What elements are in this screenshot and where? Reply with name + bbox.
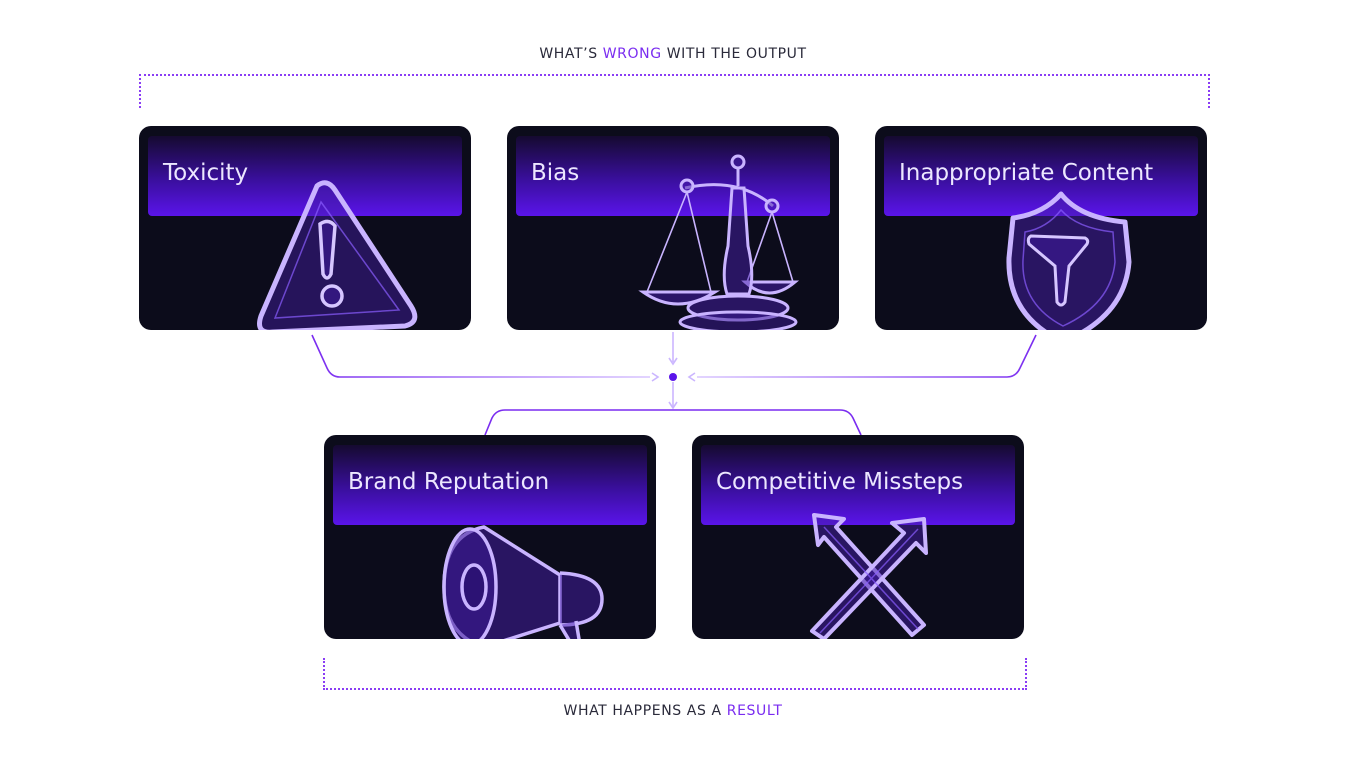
top-caption: WHAT’S WRONG WITH THE OUTPUT <box>0 46 1346 62</box>
shield-filter-icon <box>1006 191 1132 330</box>
top-caption-before: WHAT’S <box>539 46 603 62</box>
connector-toxicity <box>311 334 650 378</box>
top-caption-after: WITH THE OUTPUT <box>661 46 807 62</box>
card-header <box>333 445 647 525</box>
card-title: Brand Reputation <box>348 469 550 495</box>
card-title: Toxicity <box>163 160 249 186</box>
bottom-caption-highlight: RESULT <box>726 703 783 719</box>
card-competitive-missteps: Competitive Missteps <box>692 435 1024 639</box>
card-title: Inappropriate Content <box>899 160 1154 186</box>
megaphone-icon <box>442 525 604 639</box>
arrow-head-down <box>668 357 678 366</box>
top-caption-highlight: WRONG <box>602 46 662 62</box>
arrow-head-down-2 <box>668 401 678 410</box>
bottom-caption: WHAT HAPPENS AS A RESULT <box>0 703 1346 719</box>
top-bracket <box>139 74 1210 108</box>
connector-branch <box>484 409 862 436</box>
card-bias: Bias <box>507 126 839 330</box>
card-brand-reputation: Brand Reputation <box>324 435 656 639</box>
junction-node <box>669 373 677 381</box>
card-inappropriate-content: Inappropriate Content <box>875 126 1207 330</box>
crossed-arrows-icon <box>810 513 928 639</box>
warning-triangle-icon <box>257 180 418 330</box>
balance-scale-icon <box>638 154 800 330</box>
card-header <box>884 136 1198 216</box>
bottom-bracket <box>323 658 1027 690</box>
arrow-head-left <box>651 372 660 382</box>
card-header <box>701 445 1015 525</box>
card-toxicity: Toxicity <box>139 126 471 330</box>
card-title: Competitive Missteps <box>716 469 964 495</box>
card-header <box>148 136 462 216</box>
connector-content <box>697 334 1037 378</box>
card-title: Bias <box>531 160 580 186</box>
bottom-caption-before: WHAT HAPPENS AS A <box>563 703 727 719</box>
arrow-head-right <box>687 372 696 382</box>
